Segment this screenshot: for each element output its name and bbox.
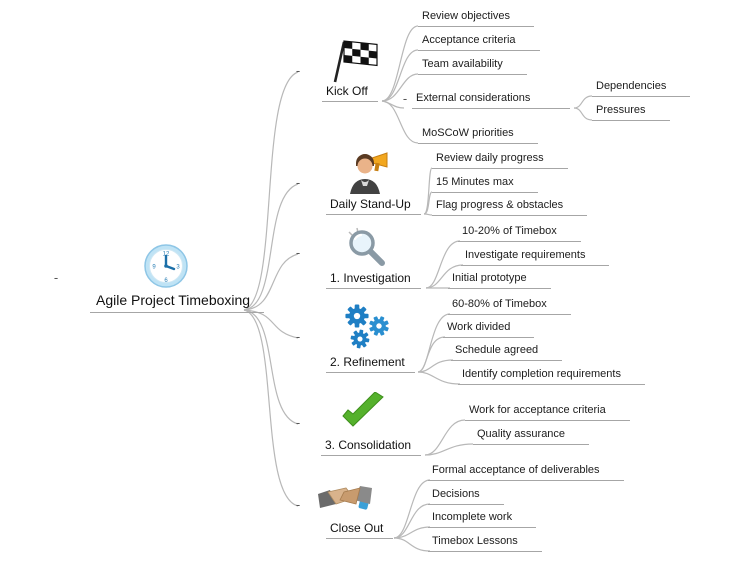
node-timebox-lessons[interactable]: Timebox Lessons xyxy=(428,535,542,552)
node-external-considerations[interactable]: External considerations xyxy=(412,92,571,109)
magnifier-icon xyxy=(344,226,388,268)
node-15-minutes-max[interactable]: 15 Minutes max xyxy=(432,176,538,193)
collapse-toggle-consolidation[interactable]: - xyxy=(295,415,301,430)
label: 60-80% of Timebox xyxy=(452,298,547,310)
svg-text:6: 6 xyxy=(164,278,168,284)
label: Dependencies xyxy=(596,80,667,92)
node-investigation[interactable]: 1. Investigation xyxy=(326,271,421,289)
node-incomplete-work[interactable]: Incomplete work xyxy=(428,511,537,528)
label: Review daily progress xyxy=(436,152,544,164)
node-investigate-requirements[interactable]: Investigate requirements xyxy=(461,249,610,266)
node-flag-progress-obstacles[interactable]: Flag progress & obstacles xyxy=(432,199,588,216)
node-work-divided[interactable]: Work divided xyxy=(443,321,535,338)
label: Investigate requirements xyxy=(465,249,586,261)
label: Formal acceptance of deliverables xyxy=(432,464,600,476)
svg-text:3: 3 xyxy=(176,265,180,271)
node-initial-prototype[interactable]: Initial prototype xyxy=(448,272,551,289)
node-pressures[interactable]: Pressures xyxy=(592,104,670,121)
label: 15 Minutes max xyxy=(436,176,514,188)
handshake-icon xyxy=(316,474,374,518)
node-daily-stand-up[interactable]: Daily Stand-Up xyxy=(326,197,421,215)
node-work-for-acceptance-criteria[interactable]: Work for acceptance criteria xyxy=(465,404,630,421)
label: Incomplete work xyxy=(432,511,513,523)
root-label: Agile Project Timeboxing xyxy=(96,292,251,308)
label: 10-20% of Timebox xyxy=(462,225,557,237)
collapse-toggle-close-out[interactable]: - xyxy=(295,497,301,512)
gears-icon xyxy=(342,303,394,353)
label: Quality assurance xyxy=(477,428,566,440)
node-review-daily-progress[interactable]: Review daily progress xyxy=(432,152,568,169)
label: Team availability xyxy=(422,58,503,70)
label: Work for acceptance criteria xyxy=(469,404,606,416)
node-review-objectives[interactable]: Review objectives xyxy=(418,10,535,27)
node-60-80-of-timebox[interactable]: 60-80% of Timebox xyxy=(448,298,571,315)
collapse-toggle-refinement[interactable]: - xyxy=(295,329,301,344)
person-announcer-icon xyxy=(344,150,392,196)
node-quality-assurance[interactable]: Quality assurance xyxy=(473,428,590,445)
label: Identify completion requirements xyxy=(462,368,621,380)
node-identify-completion-requirements[interactable]: Identify completion requirements xyxy=(458,368,645,385)
checkmark-icon xyxy=(340,391,386,432)
branch-label-kick-off: Kick Off xyxy=(326,84,368,98)
collapse-toggle-investigation[interactable]: - xyxy=(295,245,301,260)
branch-label-consolidation: 3. Consolidation xyxy=(325,438,412,452)
label: Pressures xyxy=(596,104,646,116)
branch-label-refinement: 2. Refinement xyxy=(330,355,405,369)
checkered-flag-icon xyxy=(326,38,380,84)
label: Flag progress & obstacles xyxy=(436,199,564,211)
label: Work divided xyxy=(447,321,511,333)
node-10-20-of-timebox[interactable]: 10-20% of Timebox xyxy=(458,225,581,242)
node-formal-acceptance-of-deliverables[interactable]: Formal acceptance of deliverables xyxy=(428,464,624,481)
root-collapse-toggle[interactable]: - xyxy=(53,270,59,285)
branch-label-investigation: 1. Investigation xyxy=(330,271,411,285)
collapse-toggle-daily-stand-up[interactable]: - xyxy=(295,175,301,190)
label: Acceptance criteria xyxy=(422,34,516,46)
label: MoSCoW priorities xyxy=(422,127,514,139)
label: Initial prototype xyxy=(452,272,527,284)
label: Review objectives xyxy=(422,10,511,22)
clock-icon: 12 3 6 9 xyxy=(142,242,190,290)
svg-text:12: 12 xyxy=(163,252,170,258)
node-root[interactable]: Agile Project Timeboxing xyxy=(90,292,265,313)
branch-label-close-out: Close Out xyxy=(330,521,384,535)
svg-text:9: 9 xyxy=(152,265,156,271)
label: Schedule agreed xyxy=(455,344,539,356)
collapse-toggle-kick-off[interactable]: - xyxy=(295,63,301,78)
branch-label-daily-stand-up: Daily Stand-Up xyxy=(330,197,411,211)
node-schedule-agreed[interactable]: Schedule agreed xyxy=(451,344,563,361)
node-consolidation[interactable]: 3. Consolidation xyxy=(321,438,422,456)
node-kick-off[interactable]: Kick Off xyxy=(322,84,378,102)
label: Decisions xyxy=(432,488,480,500)
node-close-out[interactable]: Close Out xyxy=(326,521,394,539)
node-refinement[interactable]: 2. Refinement xyxy=(326,355,415,373)
node-team-availability[interactable]: Team availability xyxy=(418,58,527,75)
node-acceptance-criteria[interactable]: Acceptance criteria xyxy=(418,34,540,51)
collapse-toggle-external-considerations[interactable]: - xyxy=(402,91,408,106)
label: External considerations xyxy=(416,92,531,104)
label: Timebox Lessons xyxy=(432,535,518,547)
node-dependencies[interactable]: Dependencies xyxy=(592,80,691,97)
node-decisions[interactable]: Decisions xyxy=(428,488,504,505)
node-moscow-priorities[interactable]: MoSCoW priorities xyxy=(418,127,538,144)
